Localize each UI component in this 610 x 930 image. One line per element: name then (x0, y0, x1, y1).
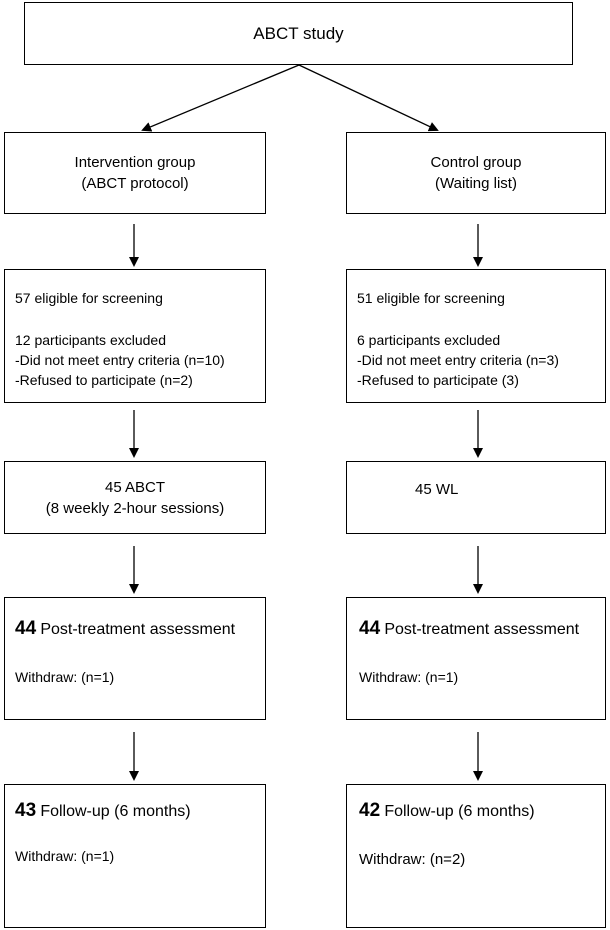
control-group-label: Control group (430, 154, 522, 171)
control-exclusion-reason-2: -Refused to participate (3) (357, 372, 519, 388)
control-post-withdraw: Withdraw: (n=1) (359, 669, 459, 685)
control-follow-up-label: Follow-up (6 months) (384, 803, 535, 820)
intervention-post-treatment-box: 44 Post-treatment assessment Withdraw: (… (4, 597, 266, 720)
control-follow-up-box: 42 Follow-up (6 months) Withdraw: (n=2) (346, 784, 606, 928)
control-post-count: 44 (359, 618, 381, 639)
control-follow-up-count: 42 (359, 800, 381, 821)
study-title-box: ABCT study (24, 2, 573, 65)
control-allocation-box: 45 WL (346, 461, 606, 534)
control-follow-up-heading: 42 Follow-up (6 months) (359, 800, 535, 822)
intervention-excluded: 12 participants excluded (15, 332, 166, 348)
intervention-eligible: 57 eligible for screening (15, 290, 163, 306)
intervention-follow-up-label: Follow-up (6 months) (40, 803, 191, 820)
control-excluded: 6 participants excluded (357, 332, 501, 348)
control-post-treatment-box: 44 Post-treatment assessment Withdraw: (… (346, 597, 606, 720)
intervention-exclusion-reason-2: -Refused to participate (n=2) (15, 372, 193, 388)
intervention-post-count: 44 (15, 618, 37, 639)
control-group-sub: (Waiting list) (435, 175, 517, 192)
intervention-exclusion-reason-1: -Did not meet entry criteria (n=10) (15, 352, 225, 368)
control-screening-box: 51 eligible for screening 6 participants… (346, 269, 606, 403)
control-exclusion-reason-1: -Did not meet entry criteria (n=3) (357, 352, 559, 368)
intervention-allocation-box: 45 ABCT (8 weekly 2-hour sessions) (4, 461, 266, 534)
intervention-post-withdraw: Withdraw: (n=1) (15, 669, 115, 685)
control-eligible: 51 eligible for screening (357, 290, 505, 306)
intervention-post-label: Post-treatment assessment (40, 621, 236, 638)
intervention-follow-up-box: 43 Follow-up (6 months) Withdraw: (n=1) (4, 784, 266, 928)
control-follow-up-withdraw: Withdraw: (n=2) (359, 851, 466, 868)
control-group-box: Control group (Waiting list) (346, 132, 606, 214)
intervention-follow-up-heading: 43 Follow-up (6 months) (15, 800, 191, 822)
arrow-title-to-intervention (141, 64, 300, 132)
control-post-heading: 44 Post-treatment assessment (359, 618, 579, 640)
control-post-label: Post-treatment assessment (384, 621, 580, 638)
intervention-group-sub: (ABCT protocol) (81, 175, 189, 192)
study-title: ABCT study (253, 24, 344, 43)
intervention-screening-box: 57 eligible for screening 12 participant… (4, 269, 266, 403)
intervention-group-box: Intervention group (ABCT protocol) (4, 132, 266, 214)
intervention-allocation: 45 ABCT (104, 478, 166, 496)
arrow-title-to-control (298, 64, 439, 132)
intervention-follow-up-withdraw: Withdraw: (n=1) (15, 848, 115, 864)
intervention-allocation-sub: (8 weekly 2-hour sessions) (45, 499, 225, 517)
control-allocation: 45 WL (415, 481, 459, 498)
intervention-post-heading: 44 Post-treatment assessment (15, 618, 235, 640)
intervention-follow-up-count: 43 (15, 800, 37, 821)
intervention-group-label: Intervention group (74, 154, 196, 171)
